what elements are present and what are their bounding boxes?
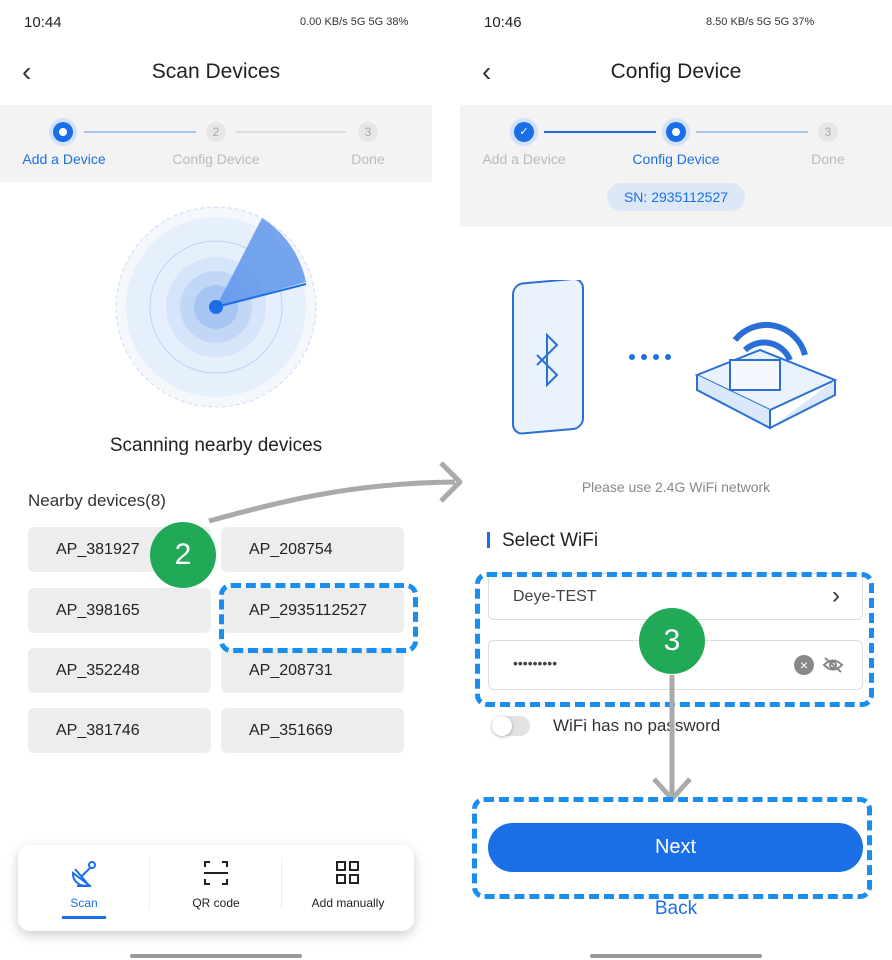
bottom-tab-bar: Scan QR code Add manually xyxy=(18,845,414,931)
back-icon[interactable]: ‹ xyxy=(482,56,492,87)
tab-qr-label: QR code xyxy=(192,896,240,910)
step-1-active xyxy=(53,122,73,142)
tab-manual-label: Add manually xyxy=(311,896,385,910)
device-item[interactable]: AP_208731 xyxy=(221,648,404,693)
step-label-add: Add a Device xyxy=(22,151,106,167)
no-password-toggle[interactable] xyxy=(492,716,530,736)
step-label-add: Add a Device xyxy=(482,151,566,167)
status-time: 10:46 xyxy=(484,14,522,31)
wifi-name: Deye-TEST xyxy=(513,588,597,605)
chevron-right-icon: › xyxy=(832,582,840,609)
step-label-config: Config Device xyxy=(632,151,720,167)
step-3: 3 xyxy=(358,122,378,142)
device-item[interactable]: AP_351669 xyxy=(221,708,404,753)
step-annotation-3: 3 xyxy=(639,608,705,674)
bluetooth-pairing-illustration xyxy=(512,280,838,435)
device-item[interactable]: AP_208754 xyxy=(221,527,404,572)
tab-add-manually[interactable]: Add manually xyxy=(283,859,413,910)
clear-icon[interactable]: × xyxy=(794,655,814,675)
serial-number-badge: SN: 2935112527 xyxy=(607,183,745,211)
home-indicator xyxy=(590,954,762,958)
back-link[interactable]: Back xyxy=(654,898,698,919)
satellite-dish-icon xyxy=(72,861,96,887)
status-info: 0.00 KB/s 5G 5G 38% xyxy=(300,16,409,28)
stepper: 2 3 xyxy=(0,105,432,182)
tab-scan[interactable]: Scan xyxy=(19,859,149,919)
next-button[interactable]: Next xyxy=(488,823,863,872)
qr-scan-icon xyxy=(204,861,228,885)
nearby-title: Nearby devices(8) xyxy=(28,491,166,510)
back-icon[interactable]: ‹ xyxy=(22,56,32,87)
stepper: ✓ 3 SN: 2935112527 xyxy=(460,105,892,227)
wifi-hint: Please use 2.4G WiFi network xyxy=(581,479,771,495)
curved-arrow-icon xyxy=(208,461,463,524)
step-1-done-check-icon: ✓ xyxy=(514,122,534,142)
device-item[interactable]: AP_381746 xyxy=(28,708,211,753)
down-arrow-icon xyxy=(652,675,692,802)
status-time: 10:44 xyxy=(24,14,62,31)
highlight-box xyxy=(472,797,872,899)
eye-off-icon[interactable] xyxy=(822,656,844,674)
step-annotation-2: 2 xyxy=(150,522,216,588)
no-password-label: WiFi has no password xyxy=(553,716,721,735)
section-marker xyxy=(487,532,490,548)
highlight-box xyxy=(219,583,418,653)
tab-qr-code[interactable]: QR code xyxy=(151,859,281,910)
radar-icon xyxy=(115,206,317,408)
grid-icon xyxy=(336,861,359,884)
device-item-selected[interactable]: AP_2935112527 xyxy=(221,588,404,633)
status-info: 8.50 KB/s 5G 5G 37% xyxy=(706,16,815,28)
step-2: 2 xyxy=(206,122,226,142)
select-wifi-heading: Select WiFi xyxy=(502,530,599,551)
step-3: 3 xyxy=(818,122,838,142)
home-indicator xyxy=(130,954,302,958)
scan-status: Scanning nearby devices xyxy=(109,435,323,456)
step-label-config: Config Device xyxy=(172,151,260,167)
page-title: Config Device xyxy=(610,60,742,83)
step-2-active xyxy=(666,122,686,142)
step-label-done: Done xyxy=(351,151,385,167)
page-title: Scan Devices xyxy=(151,60,281,83)
step-label-done: Done xyxy=(811,151,845,167)
password-value: ••••••••• xyxy=(513,655,558,671)
tab-scan-label: Scan xyxy=(70,896,98,910)
device-item[interactable]: AP_398165 xyxy=(28,588,211,633)
device-item[interactable]: AP_352248 xyxy=(28,648,211,693)
